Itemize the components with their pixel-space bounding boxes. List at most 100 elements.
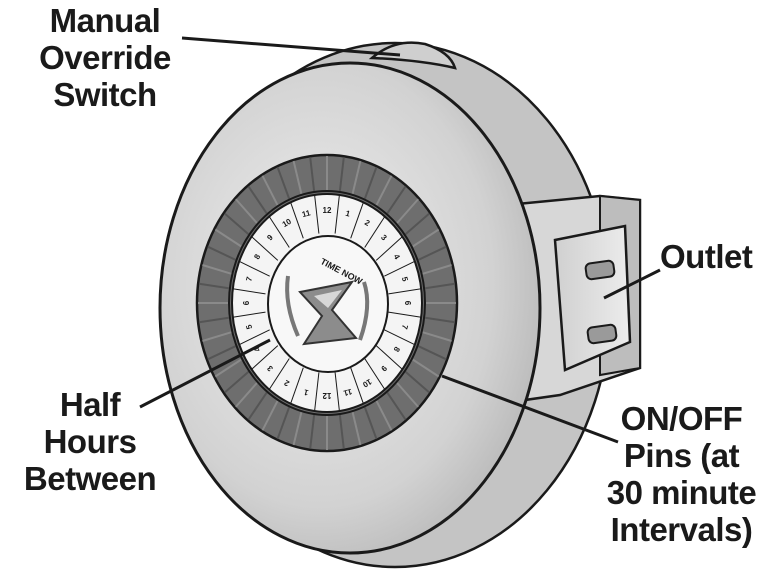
hour-number: 8 bbox=[391, 345, 401, 354]
pin bbox=[207, 245, 236, 261]
hour-number: 8 bbox=[252, 252, 262, 261]
pin bbox=[363, 407, 378, 440]
outlet-slot-top bbox=[584, 259, 616, 281]
dial-segment-divider bbox=[314, 372, 320, 412]
on-off-pins bbox=[198, 156, 456, 450]
dial-segment-divider bbox=[364, 216, 386, 248]
outlet-callout: Outlet bbox=[660, 238, 753, 275]
dial-segment-divider bbox=[268, 216, 290, 248]
leader-manual bbox=[181, 36, 401, 57]
pin bbox=[207, 345, 236, 361]
dial-segment-divider bbox=[268, 358, 290, 390]
pin bbox=[412, 228, 440, 248]
pin bbox=[247, 185, 268, 214]
dial-segment-divider bbox=[350, 367, 364, 404]
manual-line-3: Switch bbox=[53, 76, 157, 113]
pin bbox=[375, 400, 393, 431]
half-line-3: Between bbox=[23, 460, 157, 497]
hour-number: 5 bbox=[244, 323, 254, 330]
pin bbox=[202, 331, 232, 342]
pin bbox=[276, 407, 291, 440]
pin bbox=[276, 166, 291, 199]
dial-segment-divider bbox=[388, 288, 422, 295]
pin bbox=[261, 175, 279, 206]
half-hours-callout: Half Hours Between bbox=[0, 386, 180, 497]
pins-line-2: Pins (at bbox=[623, 437, 740, 474]
dial-segment-divider bbox=[290, 367, 304, 404]
hour-number: 7 bbox=[400, 324, 410, 331]
pins-line-1: ON/OFF bbox=[620, 400, 743, 437]
pin bbox=[425, 282, 456, 290]
dial-segment-divider bbox=[375, 236, 403, 261]
dial-segment-divider bbox=[251, 236, 279, 261]
pin bbox=[363, 166, 378, 199]
hour-number: 12 bbox=[323, 206, 332, 215]
pin bbox=[224, 212, 250, 235]
pin bbox=[422, 331, 452, 342]
pin bbox=[338, 414, 345, 449]
dial-segment-divider bbox=[238, 329, 270, 346]
pin bbox=[198, 316, 229, 324]
pin bbox=[386, 185, 407, 214]
hour-number: 2 bbox=[363, 218, 372, 228]
pin bbox=[202, 264, 232, 275]
pin bbox=[396, 382, 419, 408]
pin bbox=[396, 198, 419, 224]
hour-number: 6 bbox=[242, 300, 251, 305]
pin bbox=[292, 411, 303, 446]
outlet-line-1: Outlet bbox=[660, 238, 753, 275]
pin bbox=[422, 264, 452, 275]
hour-number: 2 bbox=[282, 378, 291, 388]
outlet-slot-bottom bbox=[586, 323, 618, 345]
manual-line-2: Override bbox=[39, 39, 171, 76]
hour-number: 3 bbox=[379, 233, 389, 243]
dial-segment-divider bbox=[251, 345, 279, 370]
leader-pins bbox=[441, 374, 619, 444]
dial-segment-divider bbox=[384, 329, 416, 346]
pin bbox=[247, 392, 268, 421]
hour-number: 11 bbox=[342, 387, 353, 398]
pin bbox=[261, 400, 279, 431]
pin bbox=[351, 160, 362, 195]
manual-line-1: Manual bbox=[49, 2, 161, 39]
hour-number: 4 bbox=[392, 253, 402, 262]
dial-segment-divider bbox=[334, 194, 340, 234]
hour-number: 9 bbox=[379, 364, 389, 374]
dial-segment-divider bbox=[384, 260, 416, 277]
hour-number: 12 bbox=[322, 391, 331, 400]
dial-segment-divider bbox=[388, 311, 422, 318]
hour-number: 3 bbox=[265, 363, 275, 373]
hour-number: 4 bbox=[252, 345, 262, 354]
pin bbox=[375, 175, 393, 206]
half-line-1: Half bbox=[59, 386, 121, 423]
hour-number: 6 bbox=[403, 301, 412, 306]
dial-segment-divider bbox=[238, 260, 270, 277]
leader-half bbox=[139, 338, 271, 409]
manual-override-callout: Manual Override Switch bbox=[20, 2, 190, 113]
dial-segment-divider bbox=[232, 311, 266, 318]
dial-segment-divider bbox=[290, 202, 304, 239]
dial-segment-divider bbox=[334, 372, 340, 412]
dial-knob bbox=[285, 275, 370, 346]
pin bbox=[235, 198, 258, 224]
pin-ring-inner-edge bbox=[228, 190, 426, 416]
hour-number: 1 bbox=[302, 387, 309, 397]
pin bbox=[351, 411, 362, 446]
pin bbox=[224, 371, 250, 394]
pin bbox=[198, 282, 229, 290]
pin bbox=[309, 157, 316, 192]
pin bbox=[412, 358, 440, 378]
hour-number: 5 bbox=[400, 276, 410, 283]
hour-number: 9 bbox=[265, 232, 275, 242]
pins-callout: ON/OFF Pins (at 30 minute Intervals) bbox=[594, 400, 769, 548]
hour-number: 7 bbox=[244, 275, 254, 282]
pin bbox=[404, 371, 430, 394]
manual-override-switch bbox=[368, 41, 457, 70]
hour-number: 1 bbox=[344, 209, 351, 219]
pin bbox=[292, 160, 303, 195]
dial-segment-divider bbox=[364, 358, 386, 390]
hour-number: 11 bbox=[301, 208, 312, 219]
dial-segment-divider bbox=[314, 194, 320, 234]
